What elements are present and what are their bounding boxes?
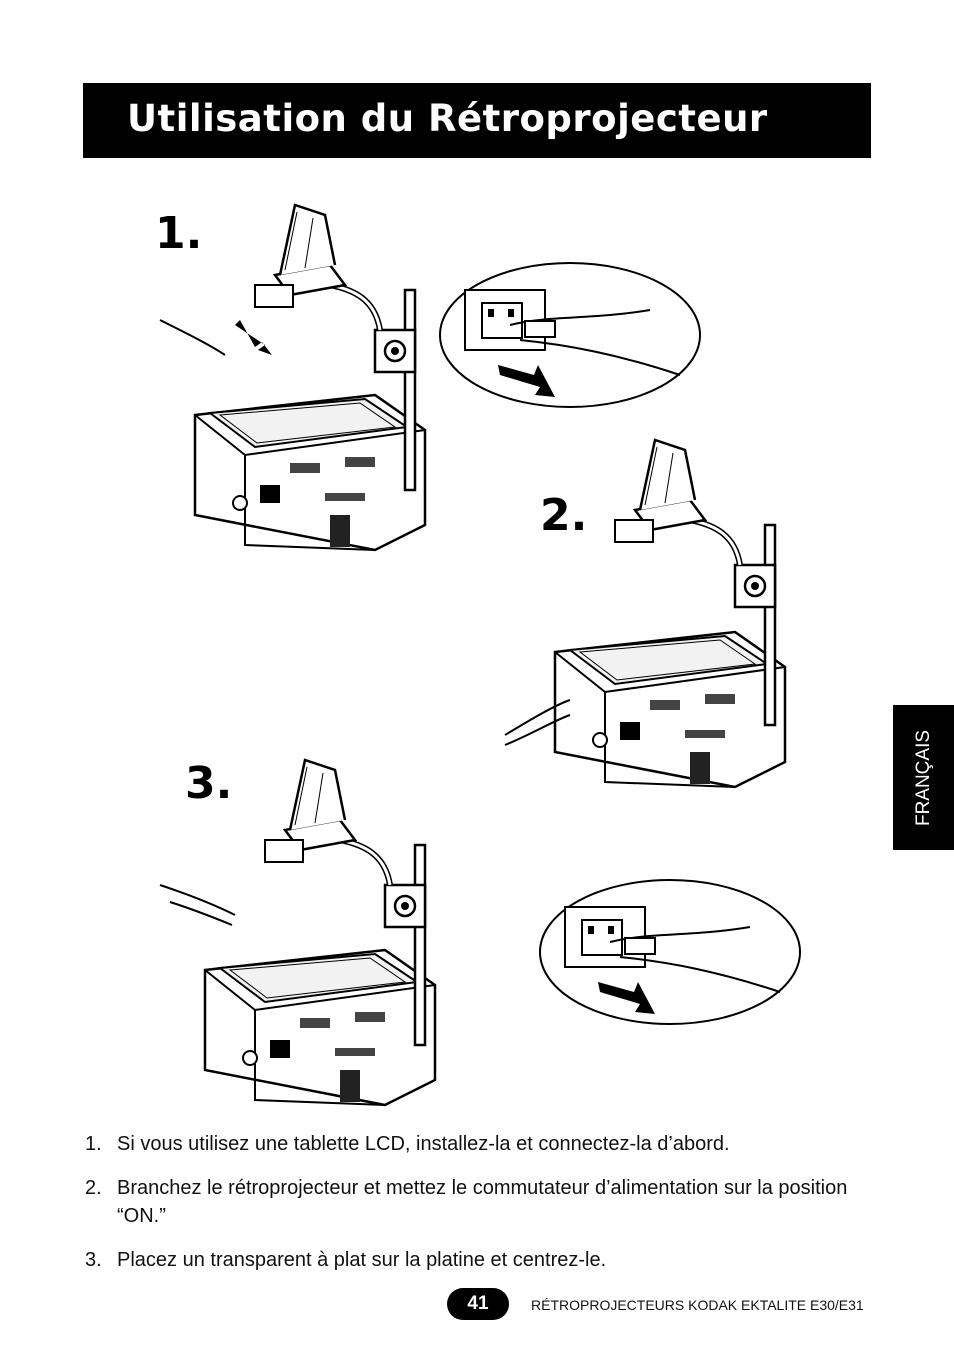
instruction-text: Si vous utilisez une tablette LCD, insta… xyxy=(117,1133,730,1155)
instruction-number: 1. xyxy=(85,1133,102,1155)
instruction-item: 3. Placez un transparent à plat sur la p… xyxy=(85,1246,875,1274)
instruction-number: 3. xyxy=(85,1249,102,1271)
instruction-item: 1. Si vous utilisez une tablette LCD, in… xyxy=(85,1130,875,1158)
step2-label: 2. xyxy=(540,490,587,541)
title-bar: Utilisation du Rétroprojecteur xyxy=(83,83,871,158)
instruction-number: 2. xyxy=(85,1177,102,1199)
step3-label: 3. xyxy=(185,758,232,809)
language-tab: FRANÇAIS xyxy=(893,705,954,850)
instruction-list: 1. Si vous utilisez une tablette LCD, in… xyxy=(85,1130,875,1290)
step1-label: 1. xyxy=(155,208,202,259)
instruction-text: Branchez le rétroprojecteur et mettez le… xyxy=(117,1177,848,1227)
page-title: Utilisation du Rétroprojecteur xyxy=(127,97,768,140)
footer-product-name: RÉTROPROJECTEURS KODAK EKTALITE E30/E31 xyxy=(531,1297,864,1313)
instruction-item: 2. Branchez le rétroprojecteur et mettez… xyxy=(85,1174,875,1230)
step1-figure: 1. xyxy=(155,205,701,552)
step2-figure: 2. xyxy=(504,440,787,789)
page-number-badge: 41 xyxy=(447,1288,509,1320)
instruction-text: Placez un transparent à plat sur la plat… xyxy=(117,1249,607,1271)
step3-figure: 3. xyxy=(159,758,801,1107)
